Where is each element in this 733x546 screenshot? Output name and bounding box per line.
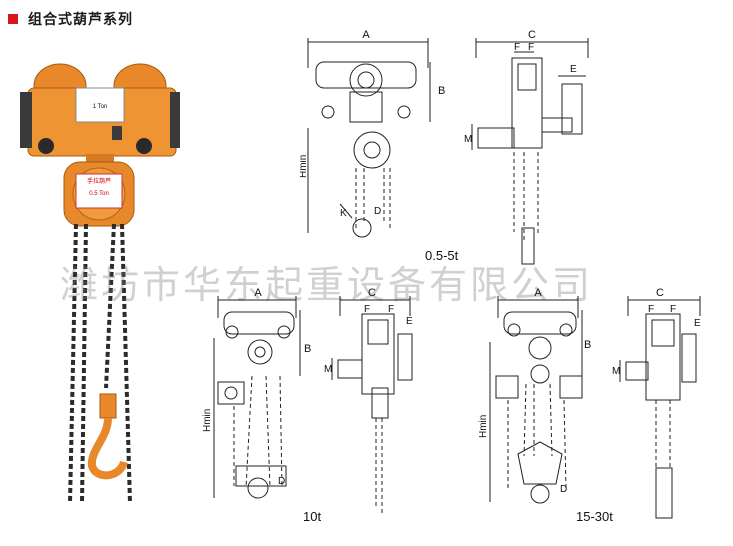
dim-e: E — [570, 64, 577, 75]
dim-hmin: Hmin — [202, 409, 213, 432]
dim-d: D — [278, 476, 285, 487]
dim-a: A — [534, 288, 542, 299]
dim-e: E — [406, 316, 413, 327]
dim-k: K — [340, 208, 347, 219]
caption-05-5t: 0.5-5t — [425, 248, 459, 263]
dim-d: D — [374, 206, 381, 217]
red-square-bullet-icon — [8, 14, 18, 24]
dim-a: A — [362, 29, 370, 41]
section-header: 组合式葫芦系列 — [8, 9, 133, 29]
dim-m: M — [612, 366, 620, 377]
dim-m: M — [324, 364, 332, 375]
dim-f1: F — [364, 304, 370, 315]
drawing-05-5t-side: C F F E M — [464, 29, 589, 265]
drawing-05-5t-front: A B Hmin K D — [300, 29, 445, 238]
dim-f2: F — [528, 42, 534, 53]
dim-hmin: Hmin — [478, 415, 489, 438]
drawing-15-30t-front: A B Hmin D — [478, 288, 591, 504]
dim-f1: F — [648, 304, 654, 315]
hoist-photo: 1 Ton 手拉葫芦 0.5 Ton — [20, 63, 180, 504]
product-label-name: 手拉葫芦 — [87, 177, 111, 185]
dim-f2: F — [388, 304, 394, 315]
product-label-capacity: 0.5 Ton — [89, 191, 109, 197]
caption-10t: 10t — [303, 509, 322, 524]
dim-b: B — [584, 339, 591, 351]
drawing-10t-front: A B Hmin D — [202, 288, 311, 499]
drawing-15-30t-side: C F F E M — [612, 288, 701, 519]
dim-f2: F — [670, 304, 676, 315]
dim-e: E — [694, 318, 701, 329]
trolley-label-capacity: 1 Ton — [93, 104, 108, 110]
caption-15-30t: 15-30t — [576, 509, 613, 524]
dim-c: C — [368, 288, 376, 299]
dim-f1: F — [514, 42, 520, 53]
section-title: 组合式葫芦系列 — [28, 12, 133, 28]
drawing-10t-side: C F F E M — [324, 288, 413, 514]
dim-m: M — [464, 134, 472, 145]
dim-d: D — [560, 484, 567, 495]
dim-a: A — [254, 288, 262, 299]
dim-b: B — [438, 85, 445, 97]
dim-hmin: Hmin — [300, 155, 309, 178]
dim-c: C — [656, 288, 664, 299]
dim-c: C — [528, 29, 536, 41]
dim-b: B — [304, 343, 311, 355]
